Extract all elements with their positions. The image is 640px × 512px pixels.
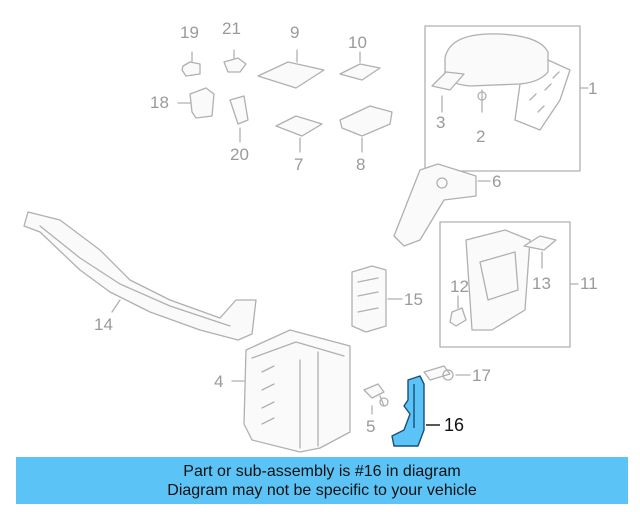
callout-5: 5: [366, 417, 376, 436]
part-7-bracket: [275, 115, 323, 137]
callout-7: 7: [294, 155, 304, 174]
part-4-bracket: [243, 329, 351, 453]
callout-1: 1: [588, 79, 598, 98]
part-17-bolt: [423, 365, 451, 381]
part-20-clip: [229, 95, 249, 125]
callout-3: 3: [436, 113, 446, 132]
callout-12: 12: [450, 277, 469, 296]
callout-19: 19: [180, 23, 199, 42]
callout-6: 6: [492, 172, 502, 191]
part-5-bolt: [363, 383, 385, 399]
part-18-cover: [189, 87, 215, 119]
callout-13: 13: [532, 274, 551, 293]
callout-16: 16: [444, 415, 465, 435]
part-12-clip: [449, 307, 467, 327]
part-14-duct: [23, 211, 257, 341]
group-box-1: [424, 25, 581, 172]
banner-line-1: Part or sub-assembly is #16 in diagram: [183, 462, 461, 480]
callout-15: 15: [404, 290, 423, 309]
part-9-cover: [257, 61, 325, 89]
callout-11: 11: [580, 274, 598, 293]
armrest-lid: [444, 33, 549, 87]
part-10-cover: [339, 63, 381, 81]
callout-8: 8: [356, 155, 366, 174]
callout-20: 20: [230, 145, 249, 164]
callout-4: 4: [214, 372, 224, 391]
part-16-highlight: [391, 375, 425, 447]
info-banner: Part or sub-assembly is #16 in diagram D…: [16, 457, 628, 504]
part-3-pad: [431, 71, 465, 91]
part-11-panel: [465, 229, 531, 331]
part-15-duct: [351, 265, 387, 333]
callout-21: 21: [222, 19, 241, 38]
parts-diagram: [23, 25, 589, 453]
callout-14: 14: [94, 315, 113, 334]
banner-line-2: Diagram may not be specific to your vehi…: [167, 481, 477, 499]
callout-2: 2: [476, 127, 486, 146]
part-6-bracket: [393, 163, 477, 247]
callout-17: 17: [472, 366, 491, 385]
part-19-clip: [181, 61, 201, 77]
callout-9: 9: [290, 23, 300, 42]
part-13-pad: [523, 235, 557, 251]
callout-10: 10: [348, 33, 367, 52]
callout-18: 18: [150, 93, 169, 112]
part-21-clip: [223, 57, 247, 73]
part-8-bracket: [339, 105, 393, 137]
